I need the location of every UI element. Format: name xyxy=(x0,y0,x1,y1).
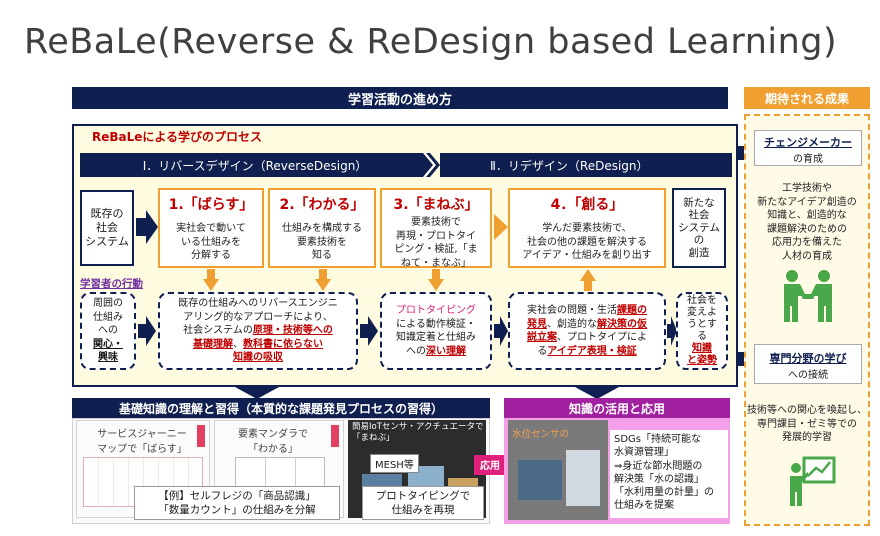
page-title: ReBaLe(Reverse & ReDesign based Learning… xyxy=(24,22,838,62)
step-1-body: 実社会で動いて いる仕組みを 分解する xyxy=(176,223,246,261)
learner-redesign-discovery: 発見 xyxy=(527,318,547,330)
learner-reverse-basic: 基礎理解 xyxy=(193,338,233,350)
learner-reverse-principle: 原理・技術等への xyxy=(252,325,333,337)
changemaker-title: チェンジメーカー xyxy=(764,136,852,149)
learner-redesign-hypothesis: 解決策の仮 xyxy=(597,318,647,330)
step-2-box: 2.「わかる」 仕組みを構成する 要素技術を 知る xyxy=(268,188,376,268)
step-4-body: 学んだ要素技術で、 社会の他の課題を解決する アイデア・仕組みを創り出す xyxy=(522,223,652,261)
specialty-description: 技術等への関心を喚起し、 専門課目・ゼミ等での 発展的学習 xyxy=(747,405,867,443)
learner-redesign-text1: 実社会の問題・生活 xyxy=(527,305,617,316)
mesh-label: MESH等 xyxy=(370,454,419,473)
main-header: 学習活動の進め方 xyxy=(72,87,728,109)
learner-change-text: 社会を 変えよ うとす る xyxy=(687,295,717,342)
learner-action-label: 学習者の行動 xyxy=(80,278,143,290)
iot-sensor-caption: 簡易IoTセンサ・アクチュエータで 「まねぶ」 xyxy=(352,422,484,444)
new-system-box: 新たな 社会 システム の 創造 xyxy=(672,188,726,268)
learner-prototype-term: プロトタイピング xyxy=(396,305,476,316)
learner-reverse-knowledge: 知識の吸収 xyxy=(233,352,283,364)
learner-reverse-text: 既存の仕組みへのリバースエンジニ アリング的なアプローチにより、 社会システムの xyxy=(178,298,338,337)
changemaker-description: 工学技術や 新たなアイデア創造の 知識と、創造的な 課題解決のための 応用力を備… xyxy=(757,183,857,262)
arrow-right-icon xyxy=(667,316,677,346)
learner-redesign-box: 実社会の問題・生活課題の 発見、創造的な解決策の仮 説立案、プロトタイプによ る… xyxy=(508,292,666,370)
changemaker-box: チェンジメーカー の育成 xyxy=(754,130,862,166)
learner-interest-box: 周囲の 仕組み への 関心・ 興味 xyxy=(80,292,136,370)
right-header: 期待される成果 xyxy=(744,87,870,109)
arrow-down-icon xyxy=(575,387,619,399)
changemaker-sub: の育成 xyxy=(793,154,823,165)
arrow-down-icon xyxy=(235,387,279,399)
process-label: ReBaLeによる学びのプロセス xyxy=(92,130,263,144)
phase-reverse-label: Ⅰ．リバースデザイン（ReverseDesign） xyxy=(142,158,368,173)
arrow-down-icon xyxy=(203,269,219,291)
presentation-icon xyxy=(790,456,836,506)
arrow-down-icon xyxy=(315,269,331,291)
learner-redesign-expression: アイデア表現・検証 xyxy=(547,345,637,357)
arrow-right-icon xyxy=(138,316,156,346)
apply-label: 応用 xyxy=(480,461,500,472)
arrow-right-icon xyxy=(494,214,508,240)
learner-prototype-deep: 深い理解 xyxy=(426,345,466,357)
learner-reverse-box: 既存の仕組みへのリバースエンジニ アリング的なアプローチにより、 社会システムの… xyxy=(158,292,358,370)
learner-redesign-text3: 、プロトタイプによ る xyxy=(537,332,647,357)
learner-prototype-box: プロトタイピング による動作検証・ 知識定着と仕組み への深い理解 xyxy=(380,292,492,370)
learner-redesign-text2: 、創造的な xyxy=(547,318,597,330)
phase-redesign: Ⅱ．リデザイン（ReDesign） xyxy=(440,153,732,177)
phase-reverse-design: Ⅰ．リバースデザイン（ReverseDesign） xyxy=(80,153,430,177)
step-3-box: 3.「まねぶ」 要素技術で 再現・プロトタイ ピング・検証,「ま ねて・まなぶ」 xyxy=(380,188,492,269)
water-sensor-photo: 水位センサの xyxy=(508,420,608,520)
sdgs-text: SDGs「持続可能な 水資源管理」 ⇒身近な節水問題の 解決策「水の認識」 「水… xyxy=(610,430,728,518)
step-1-title: 1.「ばらす」 xyxy=(168,197,254,213)
phase-chevron-icon xyxy=(420,153,440,177)
arrow-up-icon xyxy=(580,269,596,291)
step-3-body: 要素技術で 再現・プロトタイ ピング・検証,「ま ねて・まなぶ」 xyxy=(394,217,478,269)
phase-redesign-label: Ⅱ．リデザイン（ReDesign） xyxy=(490,158,649,173)
learner-prototype-text: による動作検証・ 知識定着と仕組み への xyxy=(396,318,476,357)
specialty-title: 専門分野の学び xyxy=(769,352,847,365)
handshake-icon xyxy=(784,270,832,322)
learner-reverse-textbook: 教科書に依らない xyxy=(243,338,323,350)
learner-interest-text: 周囲の 仕組み への xyxy=(93,298,123,337)
learner-redesign-plan: 説立案 xyxy=(527,332,557,343)
learner-change-box: 社会を 変えよ うとす る 知識 と姿勢 xyxy=(676,292,728,370)
learner-change-emphasis: 知識 と姿勢 xyxy=(687,343,717,366)
specialty-sub: への接続 xyxy=(788,370,828,381)
mandala-caption: 要素マンダラで 「わかる」 xyxy=(238,429,308,455)
step-2-title: 2.「わかる」 xyxy=(279,197,365,213)
application-header: 知識の活用と応用 xyxy=(504,398,730,418)
learner-interest-emphasis: 関心・ 興味 xyxy=(93,338,123,364)
learner-redesign-issue: 課題の xyxy=(617,305,647,316)
journey-map-caption: サービスジャーニー マップで「ばらす」 xyxy=(97,429,187,455)
step-4-box: 4．「創る」 学んだ要素技術で、 社会の他の課題を解決する アイデア・仕組みを創… xyxy=(508,188,666,268)
basic-knowledge-header: 基礎知識の理解と習得（本質的な課題発見プロセスの習得） xyxy=(72,398,490,418)
step-1-box: 1.「ばらす」 実社会で動いて いる仕組みを 分解する xyxy=(158,188,264,268)
arrow-right-icon xyxy=(136,210,158,244)
learner-reverse-comma: 、 xyxy=(233,338,243,350)
step-2-body: 仕組みを構成する 要素技術を 知る xyxy=(282,223,362,261)
step-3-title: 3.「まねぶ」 xyxy=(393,197,479,213)
prototype-callout: プロトタイピングで 仕組みを再現 xyxy=(362,486,484,520)
arrow-right-icon xyxy=(360,316,378,346)
arrow-right-icon xyxy=(494,316,508,346)
arrow-down-icon xyxy=(428,269,444,291)
example-callout: 【例】セルフレジの「商品認識」 「数量カウント」の仕組みを分解 xyxy=(134,486,340,520)
step-4-title: 4．「創る」 xyxy=(550,197,624,213)
water-sensor-text: 水位センサの xyxy=(512,429,570,440)
specialty-box: 専門分野の学び への接続 xyxy=(754,344,862,384)
existing-system-box: 既存の 社会 システム xyxy=(80,190,134,266)
